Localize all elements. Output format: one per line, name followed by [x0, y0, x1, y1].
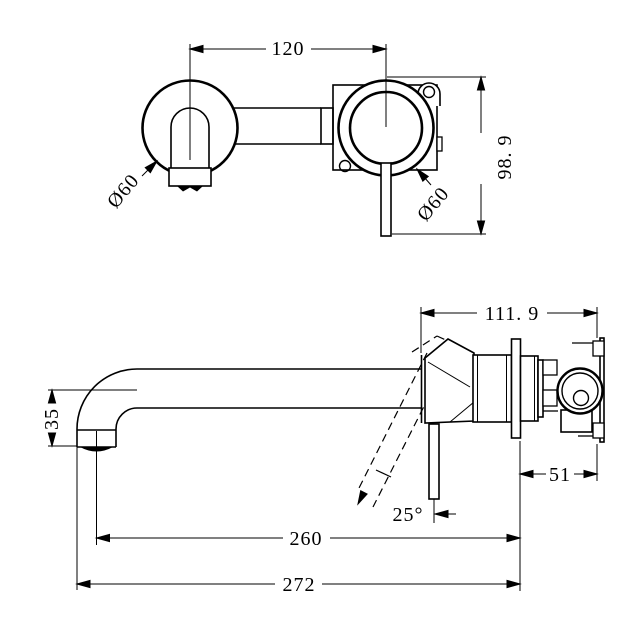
- dim-spout-reach-to-outlet-label: 260: [290, 528, 323, 550]
- handle-swing-arrow: [354, 490, 368, 507]
- cartridge-housing: [420, 338, 475, 424]
- dim-mixer-escutcheon-diameter-label: Ø60: [413, 183, 454, 226]
- dim-installation-depth-label: 111. 9: [485, 303, 540, 325]
- dim-spout-escutcheon-diameter: Ø60: [103, 157, 161, 213]
- dim-center-distance-label: 120: [272, 38, 305, 60]
- screw-hole-top: [422, 85, 436, 99]
- side-view: 111. 9 51 35 25°: [41, 303, 605, 596]
- connecting-bar: [233, 107, 334, 145]
- centerlines: [189, 44, 387, 160]
- dim-handle-swing-angle-label: 25°: [393, 504, 424, 526]
- dim-center-distance: 120: [189, 38, 387, 60]
- dim-mixer-escutcheon-diameter: Ø60: [413, 166, 454, 226]
- dim-spout-reach-overall: 272: [76, 447, 521, 596]
- screw-hole-bottom: [338, 159, 352, 173]
- spout-front: [168, 107, 212, 192]
- dim-overall-height-label: 98. 9: [494, 135, 516, 180]
- dim-spout-reach-overall-label: 272: [283, 574, 316, 596]
- dim-installation-depth: 111. 9: [420, 303, 598, 353]
- mixer-body: [472, 338, 558, 439]
- dim-overall-height: 98. 9: [387, 76, 516, 235]
- handle-front: [380, 162, 392, 237]
- dim-spout-drop-label: 35: [41, 408, 63, 430]
- dim-in-wall-depth: 51: [519, 441, 598, 591]
- aerator-front: [177, 186, 203, 192]
- dim-handle-swing-angle: 25°: [393, 504, 456, 526]
- front-view: 120 98. 9 Ø60 Ø60: [103, 38, 516, 237]
- dim-in-wall-depth-label: 51: [549, 464, 571, 486]
- dim-spout-reach-to-outlet: 260: [96, 431, 521, 550]
- wall-flange: [510, 338, 522, 439]
- mixer-escutcheon: [337, 79, 435, 177]
- handle-closed: [428, 423, 440, 523]
- in-wall-valve: [556, 337, 605, 443]
- dim-spout-drop: 35: [41, 389, 137, 447]
- spout-side: [76, 368, 422, 452]
- dim-spout-escutcheon-diameter-label: Ø60: [103, 170, 144, 213]
- spout-outlet: [168, 167, 212, 187]
